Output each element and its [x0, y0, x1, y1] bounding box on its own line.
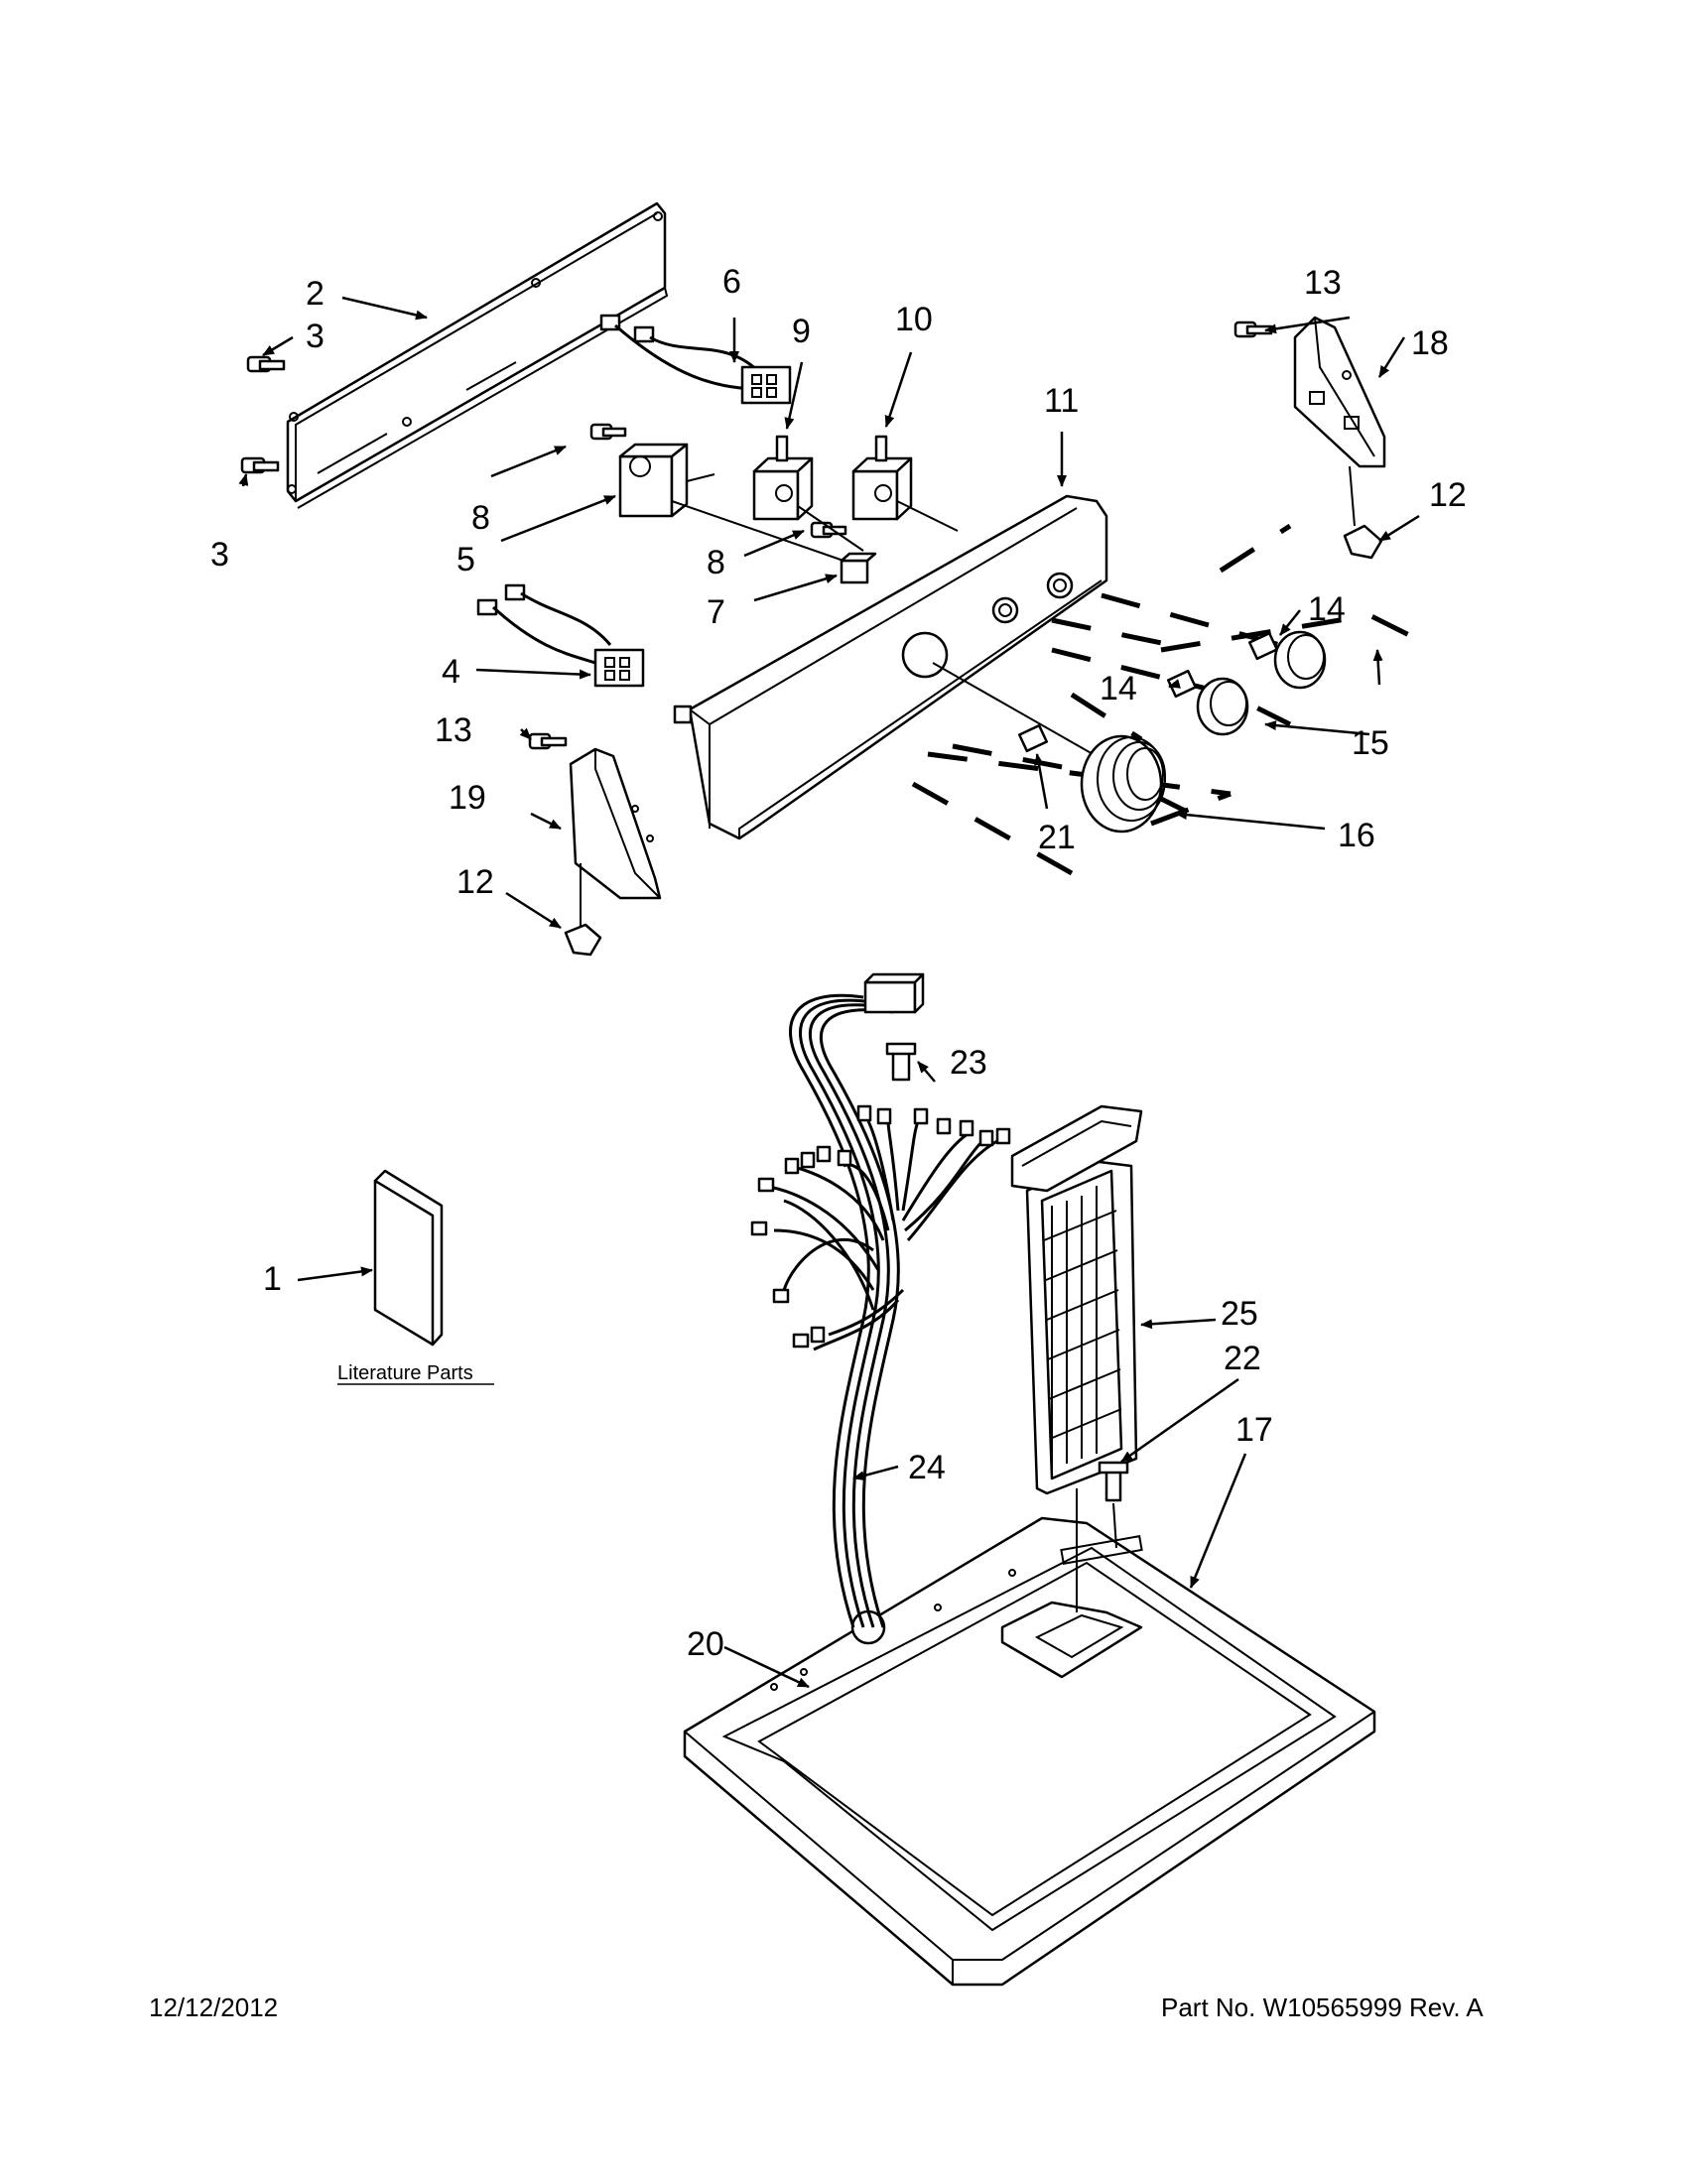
footer-part-number: Part No. W10565999 Rev. A — [1161, 1992, 1484, 2022]
callout-11: 11 — [1044, 382, 1079, 420]
callout-12-left: 12 — [456, 863, 494, 901]
part-17-top-panel — [683, 1516, 1376, 1987]
footer-date: 12/12/2012 — [149, 1992, 279, 2022]
part-12-clip-right — [1343, 524, 1383, 560]
part-22-screw — [1098, 1461, 1129, 1502]
part-5-switch — [618, 443, 715, 518]
part-18-end-cap — [1293, 316, 1386, 468]
callout-3-upper: 3 — [306, 318, 324, 355]
part-2-rear-bracket — [286, 201, 669, 509]
callout-1: 1 — [263, 1260, 282, 1298]
callout-7: 7 — [707, 593, 725, 631]
leader-arrows — [238, 296, 1420, 1689]
part-6-wire-harness — [599, 314, 792, 405]
part-23-screw — [885, 1042, 917, 1082]
part-1-literature — [373, 1169, 444, 1347]
callout-22: 22 — [1224, 1340, 1261, 1377]
callout-24: 24 — [908, 1449, 946, 1486]
callout-8-lower: 8 — [707, 544, 725, 581]
callout-2: 2 — [306, 275, 324, 313]
callout-20: 20 — [687, 1625, 724, 1663]
part-7-clip — [840, 552, 877, 584]
part-13-screw-left — [528, 732, 568, 750]
callout-15: 15 — [1352, 724, 1389, 762]
part-21-clip — [1017, 723, 1049, 753]
part-3-screw-lower — [240, 456, 280, 474]
part-19-end-cap — [569, 747, 662, 900]
callout-8-upper: 8 — [471, 499, 490, 537]
part-9-switch — [752, 435, 814, 521]
part-3-screw-upper — [246, 355, 286, 373]
part-14-clip-upper — [1247, 631, 1279, 661]
part-10-switch — [851, 435, 913, 521]
callout-9: 9 — [792, 313, 811, 350]
callout-12-right: 12 — [1429, 476, 1467, 514]
part-11-console — [673, 494, 1108, 840]
callout-6: 6 — [722, 263, 741, 301]
callout-21: 21 — [1038, 819, 1076, 856]
callout-13-left: 13 — [435, 711, 472, 749]
callout-14-lower: 14 — [1100, 670, 1137, 707]
literature-parts-label: Literature Parts — [337, 1362, 473, 1384]
part-14-clip-lower — [1166, 669, 1198, 699]
callout-23: 23 — [950, 1044, 987, 1082]
part-15-knob-upper — [1273, 630, 1327, 690]
part-25-lint-screen — [1010, 1104, 1143, 1495]
callout-4: 4 — [442, 653, 460, 691]
part-15-knob-lower — [1196, 677, 1249, 736]
callout-10: 10 — [895, 301, 933, 338]
part-16-timer-knob — [1080, 734, 1166, 834]
part-8-screw-upper — [589, 423, 627, 441]
callout-25: 25 — [1221, 1295, 1258, 1333]
part-13-screw-right — [1233, 321, 1273, 338]
callout-14-upper: 14 — [1308, 590, 1346, 628]
callout-18: 18 — [1411, 324, 1449, 362]
callout-13-right: 13 — [1304, 264, 1342, 302]
part-4-wire-harness — [476, 583, 645, 688]
callout-16: 16 — [1338, 817, 1375, 854]
part-12-clip-left — [564, 923, 602, 957]
callout-19: 19 — [449, 779, 486, 817]
callout-3-lower: 3 — [210, 536, 229, 574]
callout-5: 5 — [456, 541, 475, 578]
callout-17: 17 — [1235, 1411, 1273, 1449]
